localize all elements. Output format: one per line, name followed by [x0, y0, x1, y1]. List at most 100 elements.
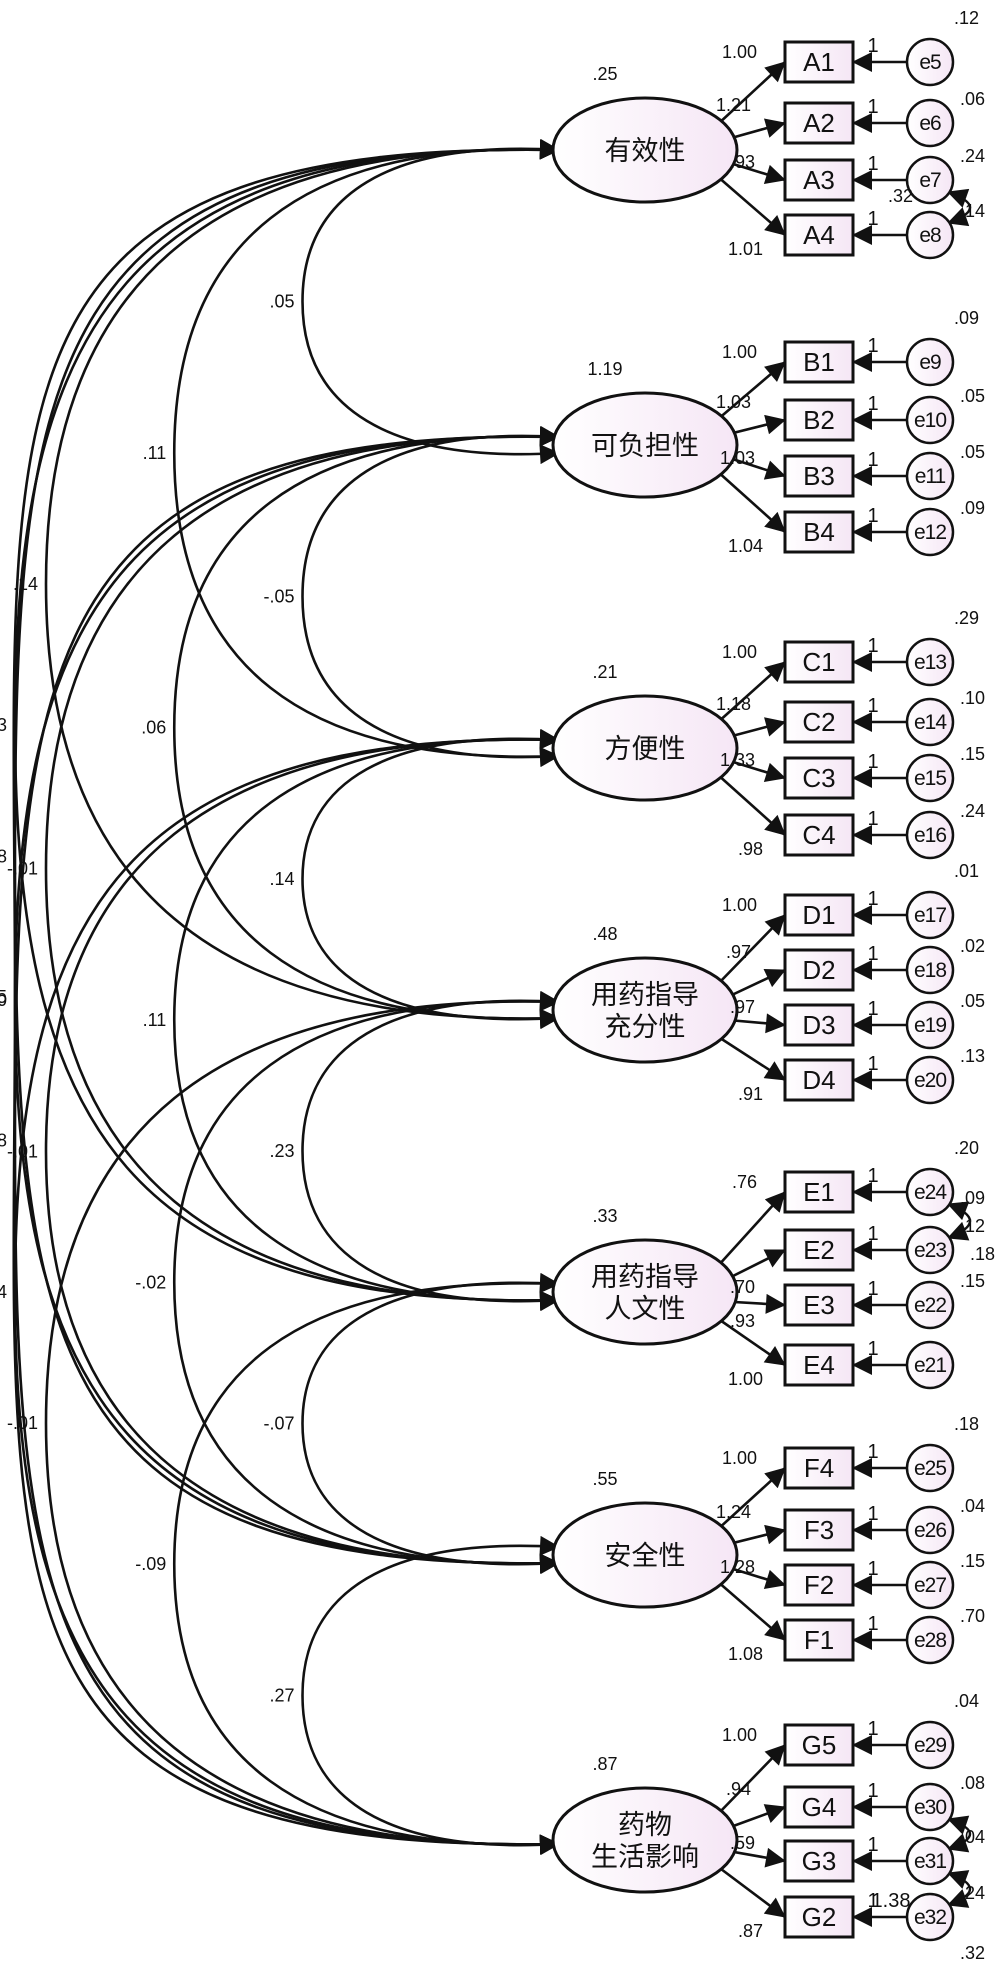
factor-covariance-curve [301, 138, 560, 465]
error-term-circle [905, 1836, 955, 1886]
error-covariance-value: .09 [960, 1188, 985, 1208]
observed-variable-label: F3 [804, 1515, 834, 1545]
factor-loading-arrow [716, 661, 786, 724]
fixed-path-value: 1 [867, 808, 878, 830]
latent-variance-value: .21 [592, 662, 617, 682]
error-variance-value: .05 [960, 991, 985, 1011]
fixed-path-value: 1 [867, 1780, 878, 1802]
factor-loading-arrow [716, 1034, 786, 1082]
error-term-circle [905, 637, 955, 687]
factor-covariance-curve [172, 1273, 560, 1855]
factor-covariance-curve [13, 426, 560, 1855]
observed-variable-label: D2 [802, 955, 835, 985]
error-variance-value: .05 [960, 386, 985, 406]
factor-loading-value: 1.28 [720, 1557, 755, 1577]
error-term-label: e5 [919, 51, 941, 74]
factor-loading-arrow [716, 175, 786, 236]
latent-factor-label: 人文性 [605, 1294, 686, 1324]
error-term-circle [905, 1000, 955, 1050]
error-variance-value: .15 [960, 1551, 985, 1571]
error-covariance-arc [947, 1201, 971, 1241]
factor-covariance-curve [44, 139, 560, 1029]
observed-variable-box [783, 158, 855, 202]
error-term-circle [905, 1443, 955, 1493]
factor-covariance-curve [301, 728, 560, 1030]
latent-factor-label: 用药指导 [591, 1262, 699, 1292]
fixed-path-value: 1 [867, 208, 878, 230]
error-term-circle [905, 155, 955, 205]
factor-loading-value: 1.24 [716, 1502, 751, 1522]
observed-variable-label: D4 [802, 1065, 835, 1095]
factor-covariance-value: .20 [0, 990, 7, 1010]
error-variance-value: .15 [960, 1271, 985, 1291]
error-variance-value: .24 [960, 146, 985, 166]
error-variance-value: .09 [954, 308, 979, 328]
error-variance-value: .70 [960, 1606, 985, 1626]
error-term-label: e19 [914, 1014, 946, 1037]
error-covariance-arc [947, 1870, 971, 1908]
observed-variable-box [783, 893, 855, 937]
error-term-label: e26 [914, 1519, 946, 1542]
error-variance-value: .13 [960, 1046, 985, 1066]
factor-loading-value: 1.03 [720, 448, 755, 468]
observed-variable-label: D3 [802, 1010, 835, 1040]
factor-loading-value: .93 [730, 152, 755, 172]
factor-loading-value: 1.00 [722, 895, 757, 915]
latent-factor-ellipse [551, 96, 739, 204]
error-variance-value: .06 [960, 89, 985, 109]
factor-loading-value: 1.03 [716, 392, 751, 412]
fixed-path-value: 1 [867, 1613, 878, 1635]
observed-variable-label: F2 [804, 1570, 834, 1600]
error-variance-value: .20 [954, 1138, 979, 1158]
error-term-label: e16 [914, 824, 946, 847]
error-variance-value: .01 [954, 861, 979, 881]
factor-covariance-value: .27 [269, 1686, 294, 1706]
factor-loading-arrow [716, 1316, 786, 1367]
fixed-path-value: 1 [867, 505, 878, 527]
factor-loading-value: 1.04 [728, 536, 763, 556]
observed-variable-label: B1 [803, 347, 835, 377]
factor-loading-value: .91 [738, 1084, 763, 1104]
latent-variance-value: .33 [592, 1206, 617, 1226]
factor-covariance-value: -.02 [135, 1273, 166, 1293]
observed-variable-label: C4 [802, 820, 835, 850]
observed-variable-box [783, 1283, 855, 1327]
factor-loading-arrow [716, 1191, 786, 1268]
observed-variable-box [783, 340, 855, 384]
factor-loading-value: 1.21 [716, 95, 751, 115]
factor-covariance-curve [44, 426, 560, 1311]
error-term-circle [905, 1340, 955, 1390]
error-variance-value: .12 [954, 8, 979, 28]
error-term-label: e25 [914, 1457, 946, 1480]
factor-covariance-value: .23 [269, 1141, 294, 1161]
factor-loading-value: 1.00 [722, 1725, 757, 1745]
error-term-label: e24 [914, 1181, 947, 1204]
fixed-path-value: 1 [867, 335, 878, 357]
error-term-label: e28 [914, 1629, 946, 1652]
latent-factor-label: 药物 [618, 1810, 672, 1840]
observed-variable-box [783, 1785, 855, 1829]
latent-factor-label: 可负担性 [591, 431, 699, 461]
error-variance-value: .05 [960, 442, 985, 462]
observed-variable-box [783, 1618, 855, 1662]
fixed-path-value: 1 [867, 1890, 878, 1912]
factor-loading-arrow [716, 470, 786, 533]
error-term-label: e30 [914, 1796, 946, 1819]
factor-loading-value: 1.01 [728, 239, 763, 259]
error-variance-value: .15 [960, 744, 985, 764]
observed-variable-box [783, 640, 855, 684]
factor-covariance-value: .11 [143, 443, 167, 463]
factor-covariance-curve [301, 990, 560, 1312]
factor-covariance-value: .14 [269, 869, 294, 889]
observed-variable-label: C2 [802, 707, 835, 737]
error-term-circle [905, 1892, 955, 1942]
latent-variance-value: .48 [592, 924, 617, 944]
factor-loading-value: 1.33 [720, 750, 755, 770]
error-term-label: e9 [919, 351, 941, 374]
factor-loading-value: .70 [730, 1277, 755, 1297]
error-term-circle [905, 753, 955, 803]
factor-covariance-curve [12, 139, 560, 1855]
fixed-path-value: 1 [867, 943, 878, 965]
error-term-circle [905, 1560, 955, 1610]
factor-covariance-curve [44, 729, 560, 1574]
